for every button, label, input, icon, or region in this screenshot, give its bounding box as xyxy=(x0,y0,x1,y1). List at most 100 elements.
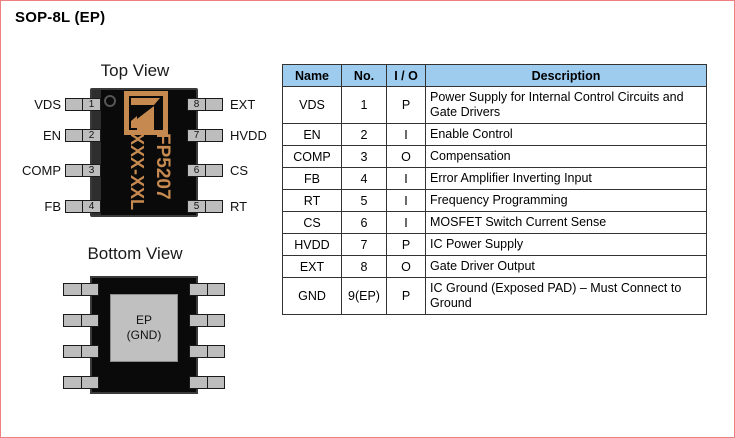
cell-io: I xyxy=(386,123,426,146)
lead-body xyxy=(66,130,82,141)
cell-description: Frequency Programming xyxy=(425,189,707,212)
cell-io: O xyxy=(386,145,426,168)
cell-name: GND xyxy=(282,277,342,315)
lead-segment xyxy=(208,346,225,357)
pin-number-2: 2 xyxy=(82,130,100,141)
ep-pad-line1: EP xyxy=(135,313,152,327)
lead-segment xyxy=(82,377,99,388)
lead-body xyxy=(206,99,222,110)
table-row: FB 4 I Error Amplifier Inverting Input xyxy=(282,167,707,190)
table-row: COMP 3 O Compensation xyxy=(282,145,707,168)
chip-body-shoulder xyxy=(92,90,101,215)
cell-name: VDS xyxy=(282,86,342,124)
pin-label-comp: COMP xyxy=(22,163,61,178)
ep-pad-line2: (GND) xyxy=(126,328,162,342)
lead-segment xyxy=(190,377,208,388)
lead-body xyxy=(206,130,222,141)
bottom-lead-left-1 xyxy=(63,283,99,296)
table-header-row: Name No. I / O Description xyxy=(282,64,707,87)
top-view-caption: Top View xyxy=(100,61,170,80)
lead-body xyxy=(66,201,82,212)
lead-pin-1: 1 xyxy=(65,98,101,111)
lead-segment xyxy=(208,315,225,326)
pin-label-fb: FB xyxy=(44,199,61,214)
lead-pin-6: 6 xyxy=(187,164,223,177)
lead-body xyxy=(206,165,222,176)
pin-label-cs: CS xyxy=(230,163,249,178)
pin-label-rt: RT xyxy=(230,199,248,214)
cell-name: FB xyxy=(282,167,342,190)
cell-no: 6 xyxy=(341,211,387,234)
pin1-marker-dot xyxy=(104,95,116,107)
cell-no: 7 xyxy=(341,233,387,256)
table-row: EN 2 I Enable Control xyxy=(282,123,707,146)
cell-io: P xyxy=(386,233,426,256)
cell-no: 3 xyxy=(341,145,387,168)
pin-label-hvdd: HVDD xyxy=(230,128,267,143)
column-header-name: Name xyxy=(282,64,342,87)
chip-body-top xyxy=(90,88,198,217)
bottom-lead-right-2 xyxy=(189,314,225,327)
lead-segment xyxy=(190,315,208,326)
lead-segment xyxy=(208,284,225,295)
cell-no: 9(EP) xyxy=(341,277,387,315)
cell-description: Power Supply for Internal Control Circui… xyxy=(425,86,707,124)
exposed-pad: EP (GND) xyxy=(110,294,178,362)
lead-body xyxy=(66,99,82,110)
column-header-io: I / O xyxy=(386,64,426,87)
lead-body xyxy=(206,201,222,212)
cell-no: 8 xyxy=(341,255,387,278)
chip-marking-line2: XXX-XXL xyxy=(127,133,147,211)
pin-number-6: 6 xyxy=(188,165,206,176)
column-header-description: Description xyxy=(425,64,707,87)
bottom-lead-right-3 xyxy=(189,345,225,358)
cell-description: MOSFET Switch Current Sense xyxy=(425,211,707,234)
table-row: RT 5 I Frequency Programming xyxy=(282,189,707,212)
pin-number-4: 4 xyxy=(82,201,100,212)
cell-io: P xyxy=(386,277,426,315)
lead-pin-5: 5 xyxy=(187,200,223,213)
lead-segment xyxy=(64,346,82,357)
lead-pin-2: 2 xyxy=(65,129,101,142)
bottom-lead-left-4 xyxy=(63,376,99,389)
cell-io: P xyxy=(386,86,426,124)
pin-number-7: 7 xyxy=(188,130,206,141)
lead-segment xyxy=(64,315,82,326)
table-row: HVDD 7 P IC Power Supply xyxy=(282,233,707,256)
lead-segment xyxy=(64,377,82,388)
cell-name: HVDD xyxy=(282,233,342,256)
lead-pin-7: 7 xyxy=(187,129,223,142)
lead-segment xyxy=(82,284,99,295)
table-row: GND 9(EP) P IC Ground (Exposed PAD) – Mu… xyxy=(282,277,707,315)
lead-pin-8: 8 xyxy=(187,98,223,111)
table-row: CS 6 I MOSFET Switch Current Sense xyxy=(282,211,707,234)
table-row: EXT 8 O Gate Driver Output xyxy=(282,255,707,278)
pin-description-table: Name No. I / O Description VDS 1 P Power… xyxy=(282,64,707,315)
cell-name: RT xyxy=(282,189,342,212)
bottom-lead-left-2 xyxy=(63,314,99,327)
cell-name: COMP xyxy=(282,145,342,168)
lead-segment xyxy=(190,346,208,357)
lead-pin-4: 4 xyxy=(65,200,101,213)
cell-no: 5 xyxy=(341,189,387,212)
pin-number-8: 8 xyxy=(188,99,206,110)
table-row: VDS 1 P Power Supply for Internal Contro… xyxy=(282,86,707,124)
cell-description: Error Amplifier Inverting Input xyxy=(425,167,707,190)
bottom-lead-right-1 xyxy=(189,283,225,296)
bottom-lead-right-4 xyxy=(189,376,225,389)
pin-label-vds: VDS xyxy=(34,97,61,112)
pin-number-3: 3 xyxy=(82,165,100,176)
cell-no: 4 xyxy=(341,167,387,190)
lead-segment xyxy=(82,346,99,357)
bottom-view-caption: Bottom View xyxy=(87,244,183,263)
lead-body xyxy=(66,165,82,176)
cell-io: I xyxy=(386,167,426,190)
cell-name: EN xyxy=(282,123,342,146)
cell-description: Gate Driver Output xyxy=(425,255,707,278)
pin-number-5: 5 xyxy=(188,201,206,212)
cell-description: IC Ground (Exposed PAD) – Must Connect t… xyxy=(425,277,707,315)
pin-number-1: 1 xyxy=(82,99,100,110)
cell-no: 1 xyxy=(341,86,387,124)
pin-label-ext: EXT xyxy=(230,97,256,112)
